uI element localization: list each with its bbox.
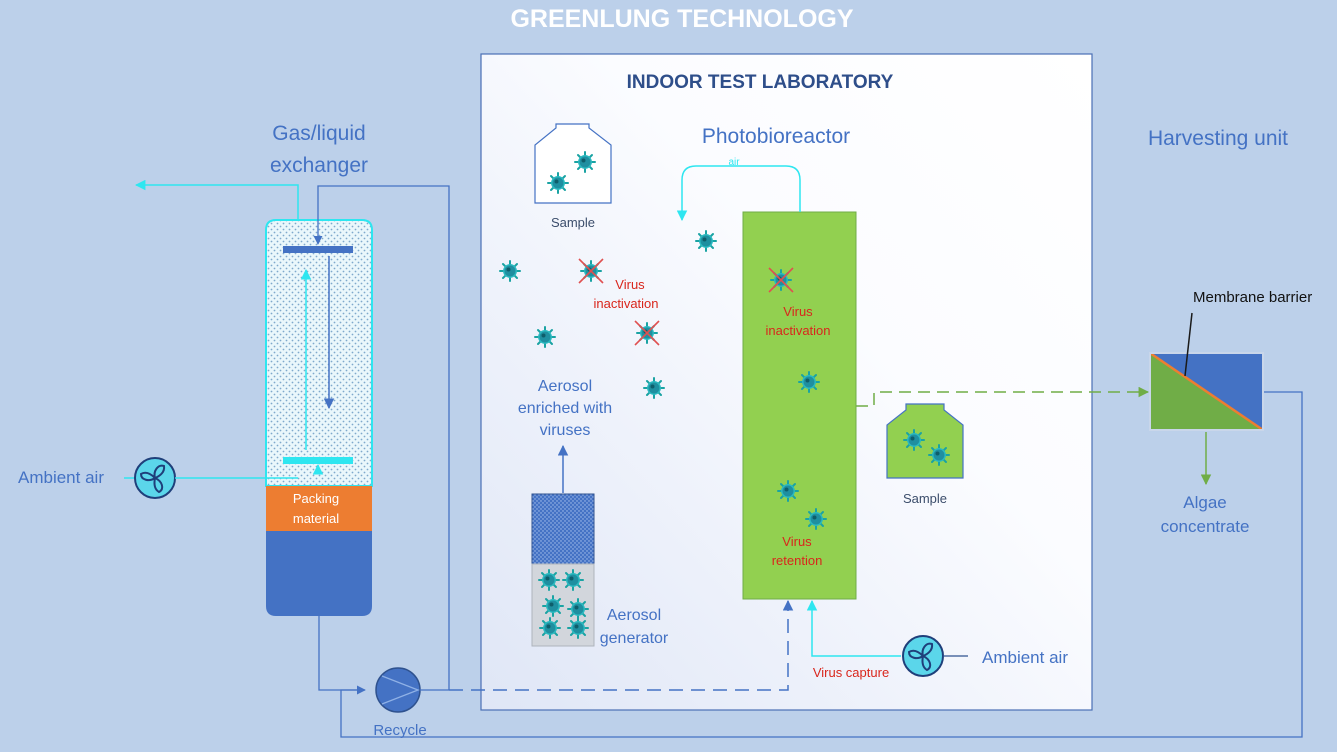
- air-label: air: [728, 157, 740, 168]
- virus-icon: [547, 172, 569, 194]
- aerosol-label-2: enriched with: [518, 400, 612, 417]
- virus-icon: [574, 151, 596, 173]
- sample-top-label: Sample: [551, 215, 595, 230]
- aerosol-generator-top: [531, 493, 595, 565]
- return-line: [340, 391, 1303, 738]
- room-inactivation-1: Virus: [615, 277, 645, 292]
- ambient-air-label-left: Ambient air: [18, 468, 104, 487]
- virus-capture-label: Virus capture: [813, 665, 889, 680]
- liquid-sump: [266, 531, 372, 616]
- exchanger-label-1: Gas/liquid: [272, 122, 365, 145]
- virus-icon: [539, 617, 561, 639]
- generator-label-1: Aerosol: [607, 607, 661, 624]
- virus-icon: [805, 508, 827, 530]
- room-inactivation-2: inactivation: [593, 296, 658, 311]
- inactivated-virus-icon: [635, 321, 659, 345]
- fan-icon: [134, 457, 176, 499]
- algae-label-2: concentrate: [1161, 517, 1250, 536]
- algae-label-1: Algae: [1183, 493, 1226, 512]
- liquid-inlet-line: [313, 185, 450, 690]
- virus-icon: [567, 598, 589, 620]
- packing-label-2: material: [293, 511, 339, 526]
- virus-icon: [695, 230, 717, 252]
- harvesting-unit: [1149, 351, 1264, 432]
- membrane-label: Membrane barrier: [1193, 289, 1312, 306]
- virus-icon: [534, 326, 556, 348]
- virus-icon: [542, 595, 564, 617]
- sump-outlet-line: [318, 616, 366, 695]
- recycle-label: Recycle: [373, 722, 426, 739]
- pbr-retention-1: Virus: [782, 534, 812, 549]
- pbr-inactivation-2: inactivation: [765, 323, 830, 338]
- ambient-air-label-right: Ambient air: [982, 648, 1068, 667]
- virus-icon: [643, 377, 665, 399]
- aerosol-label-3: viruses: [540, 422, 591, 439]
- pbr-retention-2: retention: [772, 553, 823, 568]
- membrane-pointer: [1184, 312, 1193, 377]
- clean-air-outlet: [134, 179, 299, 220]
- virus-icon: [798, 371, 820, 393]
- algae-transfer-line: [856, 386, 1150, 407]
- harvesting-label: Harvesting unit: [1148, 127, 1288, 150]
- sample-right-label: Sample: [903, 491, 947, 506]
- virus-icon: [562, 569, 584, 591]
- packing-material: [266, 486, 372, 531]
- virus-icon: [928, 444, 950, 466]
- inactivated-virus-icon: [769, 268, 793, 292]
- medium-feed-line: [449, 599, 794, 691]
- diagram-title: GREENLUNG TECHNOLOGY: [510, 5, 853, 33]
- aerosol-label-1: Aerosol: [538, 378, 592, 395]
- fan-icon: [902, 635, 944, 677]
- virus-icon: [777, 480, 799, 502]
- capture-air-line: [806, 599, 901, 657]
- pbr-label: Photobioreactor: [702, 125, 850, 148]
- pump-icon: [375, 667, 421, 713]
- sample-bottle-icon: [534, 123, 612, 204]
- generator-label-2: generator: [600, 630, 669, 647]
- virus-icon: [567, 617, 589, 639]
- virus-icon: [903, 429, 925, 451]
- exchanger-column: [265, 219, 373, 487]
- inactivated-virus-icon: [579, 259, 603, 283]
- virus-icon: [538, 569, 560, 591]
- packing-label-1: Packing: [293, 491, 339, 506]
- pbr-inactivation-1: Virus: [783, 304, 813, 319]
- lab-title: INDOOR TEST LABORATORY: [627, 72, 894, 93]
- exchanger-label-2: exchanger: [270, 154, 368, 177]
- virus-icon: [499, 260, 521, 282]
- liquid-distributor: [283, 246, 353, 253]
- air-recirculation-line: [676, 165, 801, 222]
- gas-distributor: [283, 457, 353, 464]
- photobioreactor: [742, 211, 857, 600]
